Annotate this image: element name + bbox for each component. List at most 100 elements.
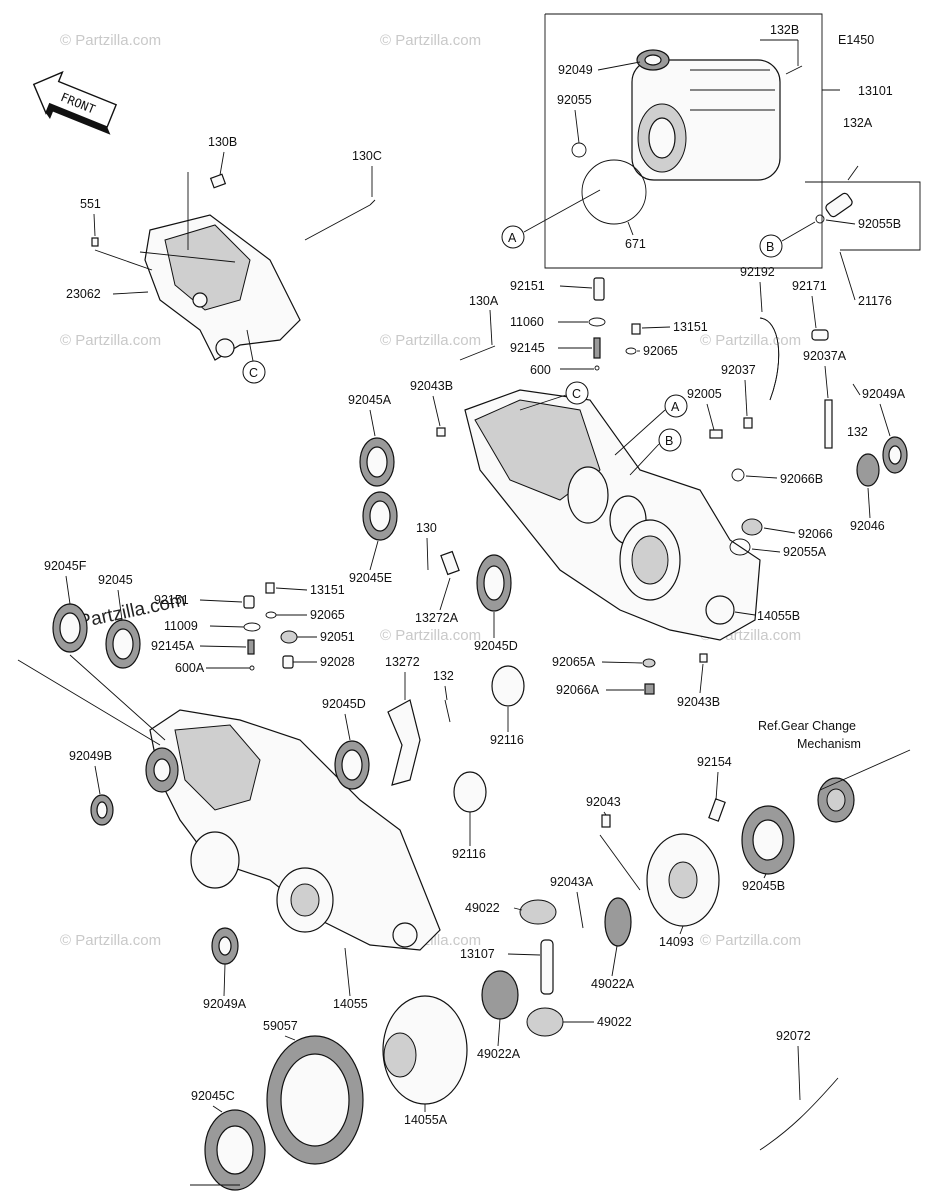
part-label: 92045E xyxy=(349,571,392,585)
part-label: 92192 xyxy=(740,265,775,279)
part-label: 49022 xyxy=(465,901,500,915)
part-label: 130A xyxy=(469,294,499,308)
watermark: © Partzilla.com xyxy=(60,932,161,949)
part-label: 600A xyxy=(175,661,205,675)
part-label: 92049B xyxy=(69,749,112,763)
part-label: 14055A xyxy=(404,1113,448,1127)
part-label: 21176 xyxy=(858,294,892,308)
part-label: 14055 xyxy=(333,997,368,1011)
part-label: 92066B xyxy=(780,472,823,486)
part-label: 59057 xyxy=(263,1019,298,1033)
part-label: 92045B xyxy=(742,879,785,893)
sensor-21176: B xyxy=(759,165,921,258)
part-label: 671 xyxy=(625,237,646,251)
part-label: 92055B xyxy=(858,217,901,231)
part-label: 92065 xyxy=(643,344,678,358)
part-label: 132 xyxy=(847,425,868,439)
part-label: 92045C xyxy=(191,1089,235,1103)
side-gear-49022A-2 xyxy=(481,970,519,1020)
bearings-lower xyxy=(17,582,487,965)
part-label: 92043B xyxy=(410,379,453,393)
front-arrow: FRONT xyxy=(32,70,118,135)
watermark: © Partzilla.com xyxy=(700,932,801,949)
needle-bearing-92046 xyxy=(856,453,880,487)
part-label: 92043 xyxy=(586,795,621,809)
part-label: 14093 xyxy=(659,935,694,949)
part-label: 92043A xyxy=(550,875,594,889)
part-label: 13272 xyxy=(385,655,420,669)
part-label: 130B xyxy=(208,135,237,149)
collar-92116-2 xyxy=(453,771,487,813)
o-ring-92055 xyxy=(571,142,587,158)
ref-circle-c xyxy=(242,360,266,384)
part-label: 92049A xyxy=(862,387,906,401)
part-label: 92055A xyxy=(783,545,827,559)
part-label: 92045F xyxy=(44,559,87,573)
watermark: © Partzilla.com xyxy=(380,332,481,349)
o-ring-671 xyxy=(581,159,647,225)
part-label: 92045A xyxy=(348,393,392,407)
diagram-code: E1450 xyxy=(838,33,874,47)
part-label: 600 xyxy=(530,363,551,377)
part-label: 92151 xyxy=(510,279,545,293)
part-label: 14055B xyxy=(757,609,800,623)
watermark: © Partzilla.com xyxy=(60,332,161,349)
svg-text:B: B xyxy=(766,240,774,254)
part-label: 92055 xyxy=(557,93,592,107)
watermark: © Partzilla.com xyxy=(380,627,481,644)
part-label: 92145 xyxy=(510,341,545,355)
part-label: 23062 xyxy=(66,287,101,301)
svg-text:B: B xyxy=(665,434,673,448)
engine-mount-bracket: C xyxy=(91,172,376,384)
pinion-49022 xyxy=(519,899,557,925)
watermark: © Partzilla.com xyxy=(60,32,161,49)
plate-92037A xyxy=(824,399,833,449)
part-label: 11009 xyxy=(164,619,198,633)
part-label: 92037A xyxy=(803,349,847,363)
side-gear-49022A xyxy=(604,897,632,947)
part-label: 92066 xyxy=(798,527,833,541)
ref-note-line1: Ref.Gear Change xyxy=(758,719,856,733)
part-label: 92065A xyxy=(552,655,596,669)
part-label: 13272A xyxy=(415,611,459,625)
part-label: 92051 xyxy=(320,630,355,644)
crankcase-left-14055 xyxy=(145,709,441,951)
part-label: 92037 xyxy=(721,363,756,377)
watermark: © Partzilla.com xyxy=(700,332,801,349)
part-label: 92043B xyxy=(677,695,720,709)
part-label: 92045D xyxy=(322,697,366,711)
crankcase-right-14055B: C A B xyxy=(464,381,761,641)
part-labels: 132B 13101 92049 92055 671 132A 92055B 2… xyxy=(44,23,906,1127)
part-label: 49022 xyxy=(597,1015,632,1029)
guide-13272 xyxy=(387,699,421,786)
part-label: 92045D xyxy=(474,639,518,653)
part-label: 92116 xyxy=(490,733,524,747)
part-label: 132 xyxy=(433,669,454,683)
svg-text:A: A xyxy=(671,400,680,414)
ref-circle-a xyxy=(501,225,525,249)
part-label: 92151 xyxy=(154,593,189,607)
bearings-upper xyxy=(359,277,908,707)
part-label: 92028 xyxy=(320,655,355,669)
watermark: © Partzilla.com xyxy=(380,32,481,49)
part-label: 13151 xyxy=(310,583,345,597)
part-label: 92171 xyxy=(792,279,827,293)
part-label: 13107 xyxy=(460,947,495,961)
differential-group xyxy=(190,749,911,1191)
part-label: 92045 xyxy=(98,573,133,587)
part-label: 13151 xyxy=(673,320,708,334)
part-label: 551 xyxy=(80,197,101,211)
part-label: 92065 xyxy=(310,608,345,622)
part-label: 92072 xyxy=(776,1029,811,1043)
svg-text:C: C xyxy=(249,366,258,380)
part-label: 92046 xyxy=(850,519,885,533)
part-label: 11060 xyxy=(510,315,544,329)
collar-92116 xyxy=(491,665,525,707)
pinion-49022-2 xyxy=(526,1007,564,1037)
part-label: 132B xyxy=(770,23,799,37)
part-label: 92049 xyxy=(558,63,593,77)
part-label: 13101 xyxy=(858,84,893,98)
part-label: 92066A xyxy=(556,683,600,697)
ref-note-line2: Mechanism xyxy=(797,737,861,751)
